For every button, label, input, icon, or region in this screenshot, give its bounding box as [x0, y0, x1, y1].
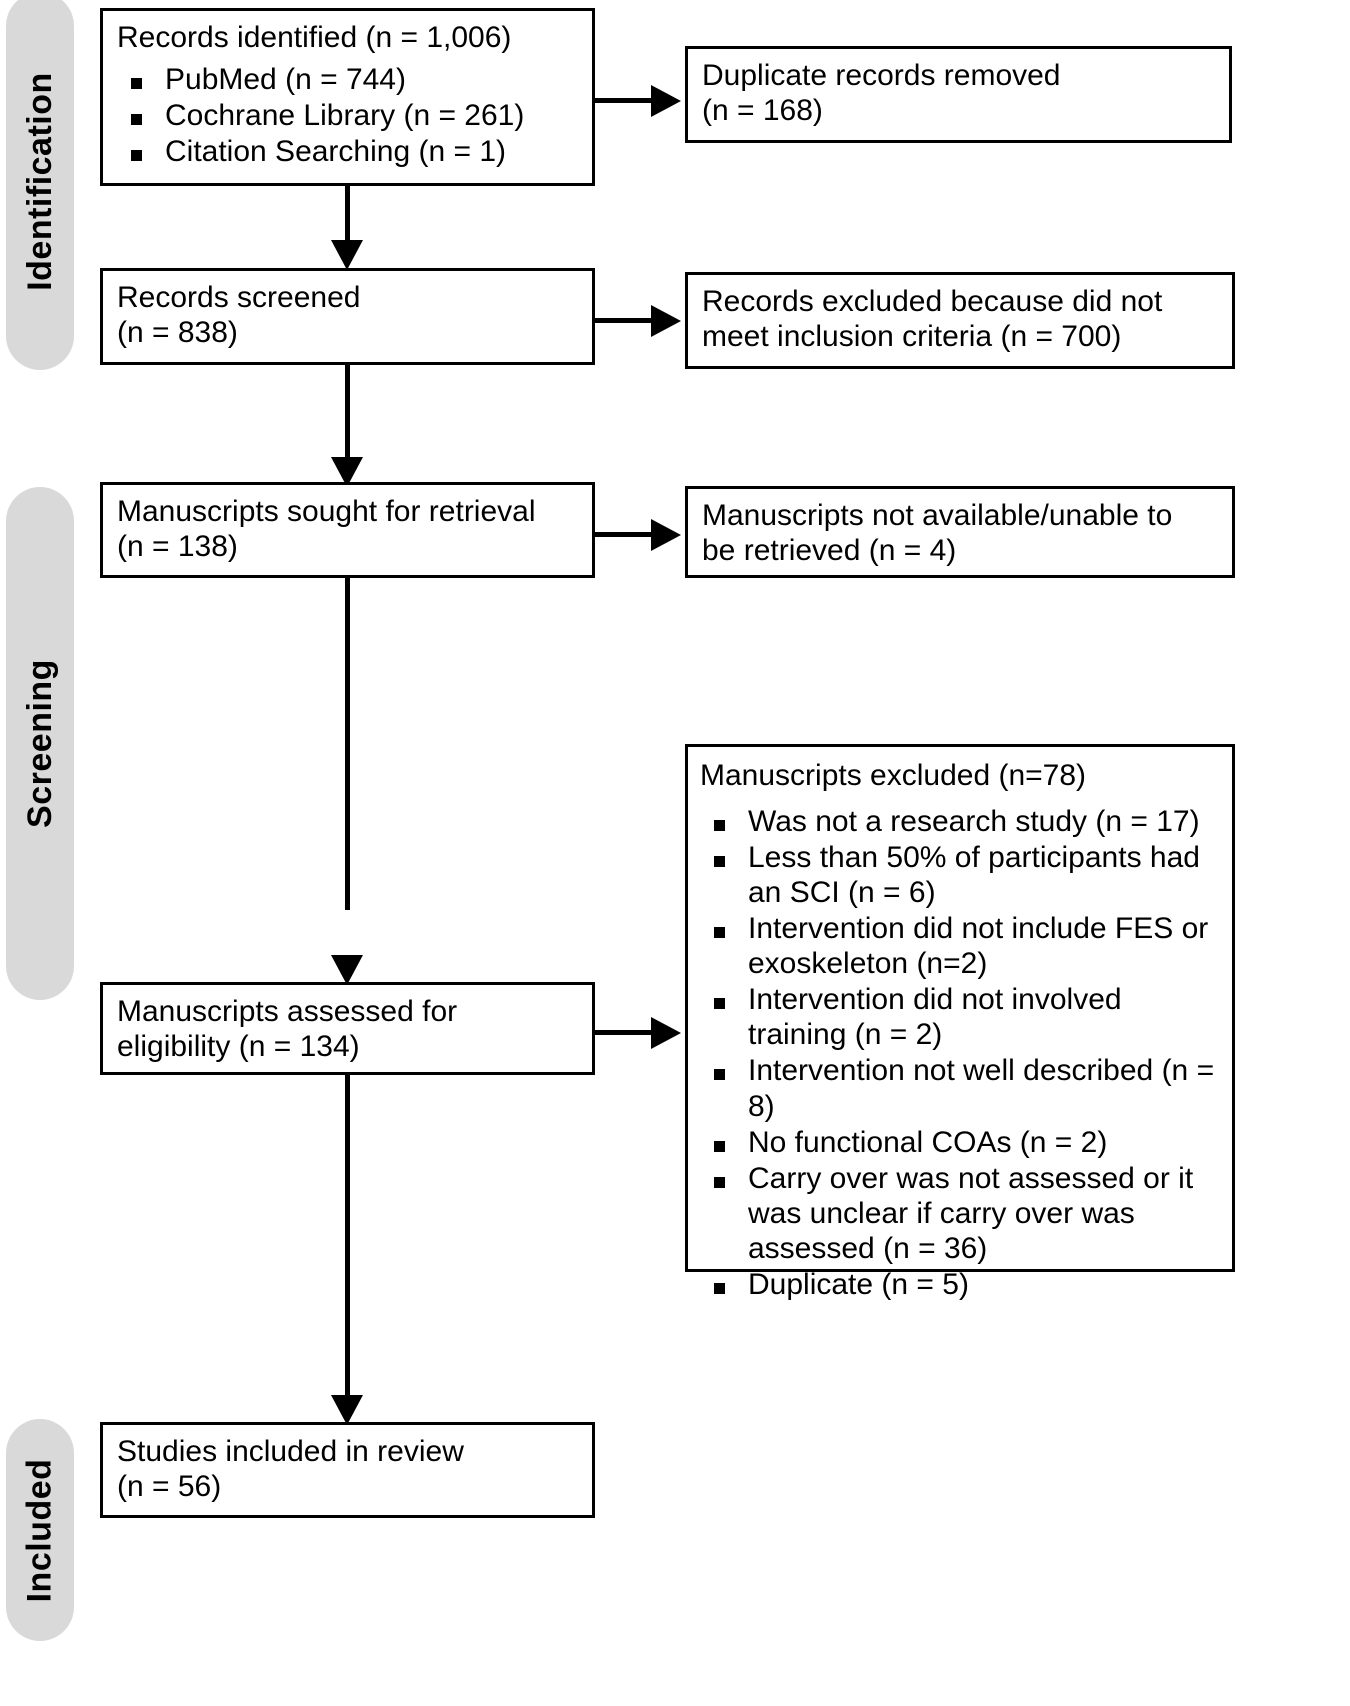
connector-sought-to-assessed [345, 578, 350, 910]
phase-label-screening: Screening [20, 659, 59, 828]
list-item-label: No functional COAs (n = 2) [748, 1125, 1108, 1159]
box-manuscripts-sought-text: Manuscripts sought for retrieval (n = 13… [117, 495, 536, 563]
list-item-label: PubMed (n = 744) [165, 62, 406, 96]
phase-pill-included: Included [6, 1419, 74, 1641]
box-manuscripts-assessed: Manuscripts assessed for eligibility (n … [100, 982, 595, 1075]
box-records-screened: Records screened (n = 838) [100, 268, 595, 365]
box-studies-included: Studies included in review (n = 56) [100, 1422, 595, 1518]
list-item-label: Carry over was not assessed or it was un… [748, 1161, 1194, 1265]
box-manuscripts-excluded-reason-list: Was not a research study (n = 17) Less t… [700, 804, 1222, 1302]
list-item: Intervention not well described (n = 8) [700, 1053, 1222, 1123]
list-item: Carry over was not assessed or it was un… [700, 1161, 1222, 1266]
list-item: Intervention did not include FES or exos… [700, 911, 1222, 981]
list-item: Was not a research study (n = 17) [700, 804, 1222, 839]
list-item-label: Intervention did not involved training (… [748, 983, 1122, 1052]
arrowhead-assessed-to-manuscripts-excluded [651, 1017, 681, 1049]
box-duplicates-removed-text: Duplicate records removed (n = 168) [702, 59, 1061, 127]
square-bullet-icon [714, 1176, 725, 1188]
square-bullet-icon [131, 77, 142, 89]
arrowhead-sought-to-assessed [331, 955, 363, 985]
list-item: No functional COAs (n = 2) [700, 1125, 1222, 1160]
box-records-identified: Records identified (n = 1,006) PubMed (n… [100, 8, 595, 186]
box-duplicates-removed: Duplicate records removed (n = 168) [685, 46, 1232, 143]
square-bullet-icon [714, 855, 725, 867]
square-bullet-icon [131, 113, 142, 125]
arrowhead-sought-to-unavailable [651, 519, 681, 551]
square-bullet-icon [714, 1140, 725, 1152]
list-item: Citation Searching (n = 1) [117, 134, 580, 169]
square-bullet-icon [714, 1283, 725, 1295]
connector-assessed-to-included [345, 1075, 350, 1415]
box-manuscripts-not-available-text: Manuscripts not available/unable to be r… [702, 499, 1173, 567]
box-records-excluded: Records excluded because did not meet in… [685, 272, 1235, 369]
list-item-label: Was not a research study (n = 17) [748, 804, 1200, 838]
arrowhead-screened-to-excluded [651, 305, 681, 337]
phase-label-included: Included [20, 1458, 59, 1602]
box-manuscripts-excluded: Manuscripts excluded (n=78) Was not a re… [685, 744, 1235, 1301]
list-item-label: Intervention did not include FES or exos… [748, 912, 1209, 981]
list-item: PubMed (n = 744) [117, 62, 580, 97]
connector-screened-to-excluded [595, 318, 651, 323]
square-bullet-icon [714, 1069, 725, 1081]
box-records-identified-title: Records identified (n = 1,006) [117, 21, 512, 54]
arrowhead-assessed-to-included [331, 1395, 363, 1425]
connector-assessed-to-manuscripts-excluded [595, 1030, 651, 1035]
connector-sought-to-unavailable [595, 532, 651, 537]
box-records-excluded-text: Records excluded because did not meet in… [702, 285, 1163, 353]
box-studies-included-text: Studies included in review (n = 56) [117, 1435, 464, 1503]
list-item-label: Cochrane Library (n = 261) [165, 98, 525, 132]
box-manuscripts-assessed-text: Manuscripts assessed for eligibility (n … [117, 995, 458, 1063]
list-item-label: Less than 50% of participants had an SCI… [748, 840, 1200, 909]
connector-identified-to-duplicates [595, 98, 651, 103]
arrowhead-identified-to-screened [331, 240, 363, 270]
list-item: Less than 50% of participants had an SCI… [700, 840, 1222, 910]
box-manuscripts-sought: Manuscripts sought for retrieval (n = 13… [100, 482, 595, 578]
list-item: Duplicate (n = 5) [700, 1267, 1222, 1302]
list-item: Intervention did not involved training (… [700, 982, 1222, 1052]
phase-label-identification: Identification [20, 71, 59, 291]
square-bullet-icon [714, 927, 725, 939]
square-bullet-icon [131, 149, 142, 161]
square-bullet-icon [714, 819, 725, 831]
box-manuscripts-excluded-title: Manuscripts excluded (n=78) [700, 759, 1087, 792]
list-item-label: Duplicate (n = 5) [748, 1268, 969, 1302]
connector-screened-to-sought [345, 365, 350, 465]
square-bullet-icon [714, 998, 725, 1010]
arrowhead-identified-to-duplicates [651, 85, 681, 117]
phase-pill-screening: Screening [6, 487, 74, 1000]
box-manuscripts-not-available: Manuscripts not available/unable to be r… [685, 486, 1235, 578]
list-item-label: Intervention not well described (n = 8) [748, 1054, 1215, 1123]
box-records-identified-source-list: PubMed (n = 744) Cochrane Library (n = 2… [117, 62, 580, 169]
list-item: Cochrane Library (n = 261) [117, 98, 580, 133]
list-item-label: Citation Searching (n = 1) [165, 134, 507, 168]
box-records-screened-text: Records screened (n = 838) [117, 281, 361, 349]
connector-identified-to-screened [345, 186, 350, 248]
phase-pill-identification: Identification [6, 0, 74, 370]
